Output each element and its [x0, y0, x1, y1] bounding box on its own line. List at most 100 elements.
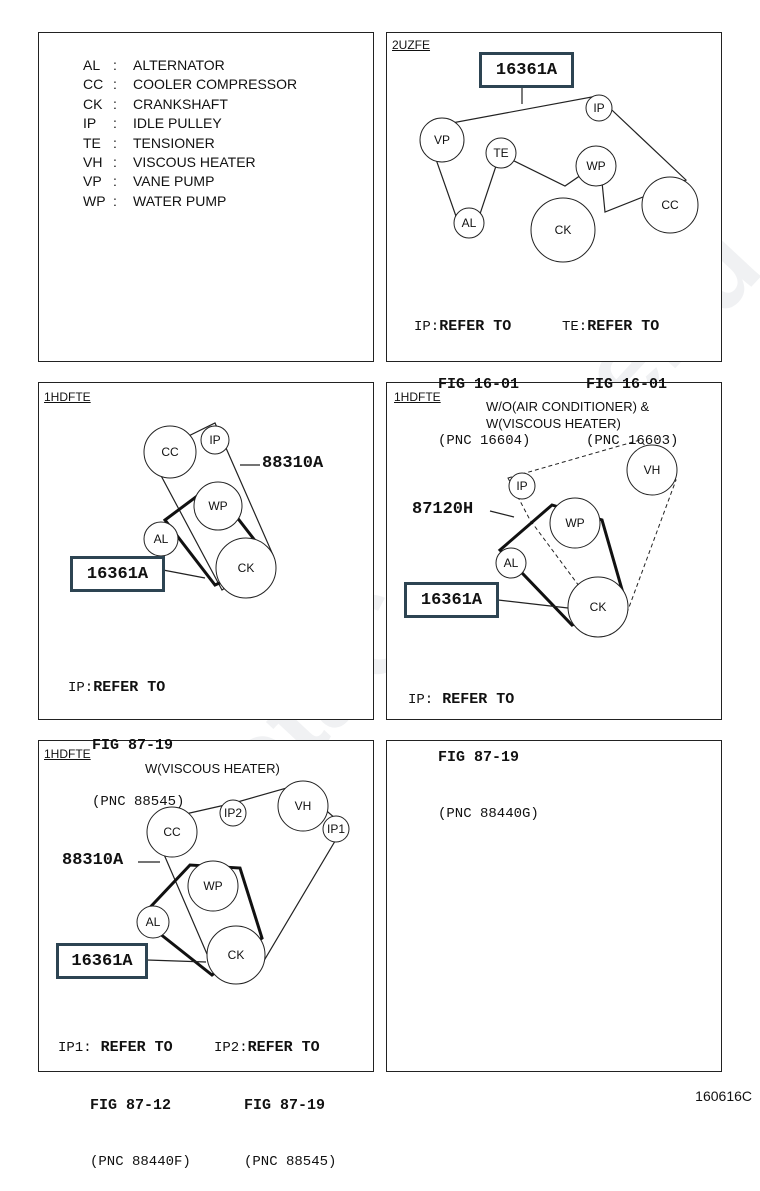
reference-pnc: (PNC 16604) [438, 433, 531, 449]
pulley-label: CC [661, 198, 679, 212]
legend-colon: : [113, 76, 117, 93]
legend-colon: : [113, 57, 117, 73]
pulley-cc [146, 806, 198, 858]
part-number-label[interactable]: 88310A [262, 454, 324, 473]
leader-line [497, 599, 569, 609]
reference-text: REFER TO [442, 691, 515, 708]
reference-prefix: IP: [414, 319, 440, 335]
variant-note-b: W/O(AIR CONDITIONER) & W(VISCOUS HEATER) [486, 398, 649, 432]
pulley-label: IP2 [224, 806, 242, 820]
reference-fig[interactable]: FIG 16-01 [438, 376, 520, 393]
pulley-al [453, 207, 485, 239]
panel-1hdfte-b [386, 382, 722, 720]
reference-fig[interactable]: FIG 87-12 [90, 1097, 172, 1114]
pulley-label: CC [163, 825, 181, 839]
reference-ip2: IP2:REFER TO FIG 87-19 (PNC 88545) [214, 1000, 336, 1191]
pulley-label: VH [644, 463, 661, 477]
reference-prefix: IP1: [58, 1040, 92, 1056]
reference-ip: IP:REFER TO FIG 16-01 (PNC 16604) [414, 279, 530, 470]
legend-row: CC:COOLER COMPRESSOR [83, 75, 297, 94]
pulley-label: WP [586, 159, 605, 173]
diagram-1hdfte-c: CC IP2 VH IP1 WP AL CK [136, 780, 350, 985]
legend-code: IP [83, 115, 97, 132]
reference-fig[interactable]: FIG 16-01 [586, 376, 668, 393]
pulley-label: WP [208, 499, 227, 513]
pulley-wp [549, 497, 601, 549]
reference-line: IP: REFER TO [408, 690, 539, 710]
reference-pnc: (PNC 88545) [244, 1154, 337, 1170]
reference-fig[interactable]: FIG 87-19 [438, 749, 520, 766]
diagram-2uzfe: VP IP TE WP CC AL CK [419, 86, 699, 263]
legend-row: CK:CRANKSHAFT [83, 95, 297, 114]
pulley-al [136, 905, 170, 939]
legend-name: VISCOUS HEATER [133, 154, 256, 171]
pulley-label: CK [590, 600, 607, 614]
legend-row: VH:VISCOUS HEATER [83, 153, 297, 172]
pulley-vh [626, 444, 678, 496]
variant-note-line: W(VISCOUS HEATER) [145, 761, 280, 776]
pulley-label: AL [146, 915, 161, 929]
part-number-box[interactable]: 16361A [404, 582, 499, 618]
pulley-label: CK [238, 561, 255, 575]
pulley-cc [143, 425, 197, 479]
reference-line: TE:REFER TO [562, 317, 678, 337]
reference-prefix: TE: [562, 319, 588, 335]
variant-note-line: W(VISCOUS HEATER) [486, 416, 621, 431]
pulley-wp [575, 145, 617, 187]
reference-text: REFER TO [100, 1039, 173, 1056]
variant-note-line: W/O(AIR CONDITIONER) & [486, 399, 650, 414]
pulley-ip [508, 472, 536, 500]
part-number-box[interactable]: 16361A [479, 52, 574, 88]
engine-tag-2uzfe: 2UZFE [392, 38, 431, 52]
legend-code: VP [83, 173, 102, 190]
diagram-1hdfte-a: CC IP WP AL CK [143, 422, 277, 599]
reference-pnc: (PNC 16603) [586, 433, 679, 449]
reference-line: IP2:REFER TO [214, 1038, 336, 1058]
legend-colon: : [113, 134, 117, 151]
reference-fig[interactable]: FIG 87-19 [92, 737, 174, 754]
reference-te: TE:REFER TO FIG 16-01 (PNC 16603) [562, 279, 678, 470]
reference-pnc: (PNC 88440G) [438, 806, 539, 822]
part-number-label[interactable]: 87120H [412, 500, 474, 519]
part-number-box[interactable]: 16361A [56, 943, 148, 979]
pulley-label: IP [593, 101, 604, 115]
pulley-label: IP1 [327, 822, 345, 836]
reference-prefix: IP: [408, 692, 434, 708]
reference-pnc: (PNC 88440F) [90, 1154, 191, 1170]
diagram-1hdfte-b: VH IP WP AL CK [489, 439, 678, 638]
reference-ip1: IP1: REFER TO FIG 87-12 (PNC 88440F) [58, 1000, 191, 1191]
reference-line: IP1: REFER TO [58, 1038, 191, 1058]
reference-ip: IP: REFER TO FIG 87-19 (PNC 88440G) [408, 652, 539, 843]
reference-fig[interactable]: FIG 87-19 [244, 1097, 326, 1114]
belt-wp [497, 503, 627, 627]
pulley-wp [187, 860, 239, 912]
legend: AL:ALTERNATOR CC:COOLER COMPRESSOR CK:CR… [43, 56, 297, 211]
legend-code: WP [83, 192, 106, 209]
reference-text: REFER TO [439, 318, 512, 335]
part-number-label[interactable]: 88310A [62, 851, 124, 870]
legend-row: WP:WATER PUMP [83, 192, 297, 211]
pulley-label: CK [228, 948, 245, 962]
reference-text: REFER TO [93, 679, 166, 696]
pulley-label: IP [516, 479, 527, 493]
pulley-label: IP [209, 433, 220, 447]
pulley-te [485, 137, 517, 169]
pulley-al [495, 547, 527, 579]
legend-row: TE:TENSIONER [83, 134, 297, 153]
legend-row: VP:VANE PUMP [83, 172, 297, 191]
legend-colon: : [113, 154, 117, 171]
pulley-ck [206, 925, 266, 985]
part-number-box[interactable]: 16361A [70, 556, 165, 592]
legend-code: AL [83, 57, 101, 73]
legend-colon: : [113, 115, 117, 132]
pulley-label: AL [462, 216, 477, 230]
pulley-label: WP [203, 879, 222, 893]
panel-empty [386, 740, 722, 1072]
pulley-label: CK [555, 223, 572, 237]
legend-row: AL:ALTERNATOR [83, 56, 297, 75]
pulley-label: VH [295, 799, 312, 813]
legend-name: VANE PUMP [133, 173, 215, 190]
pulley-ck [530, 197, 596, 263]
legend-code: TE [83, 134, 101, 151]
reference-text: REFER TO [247, 1039, 320, 1056]
